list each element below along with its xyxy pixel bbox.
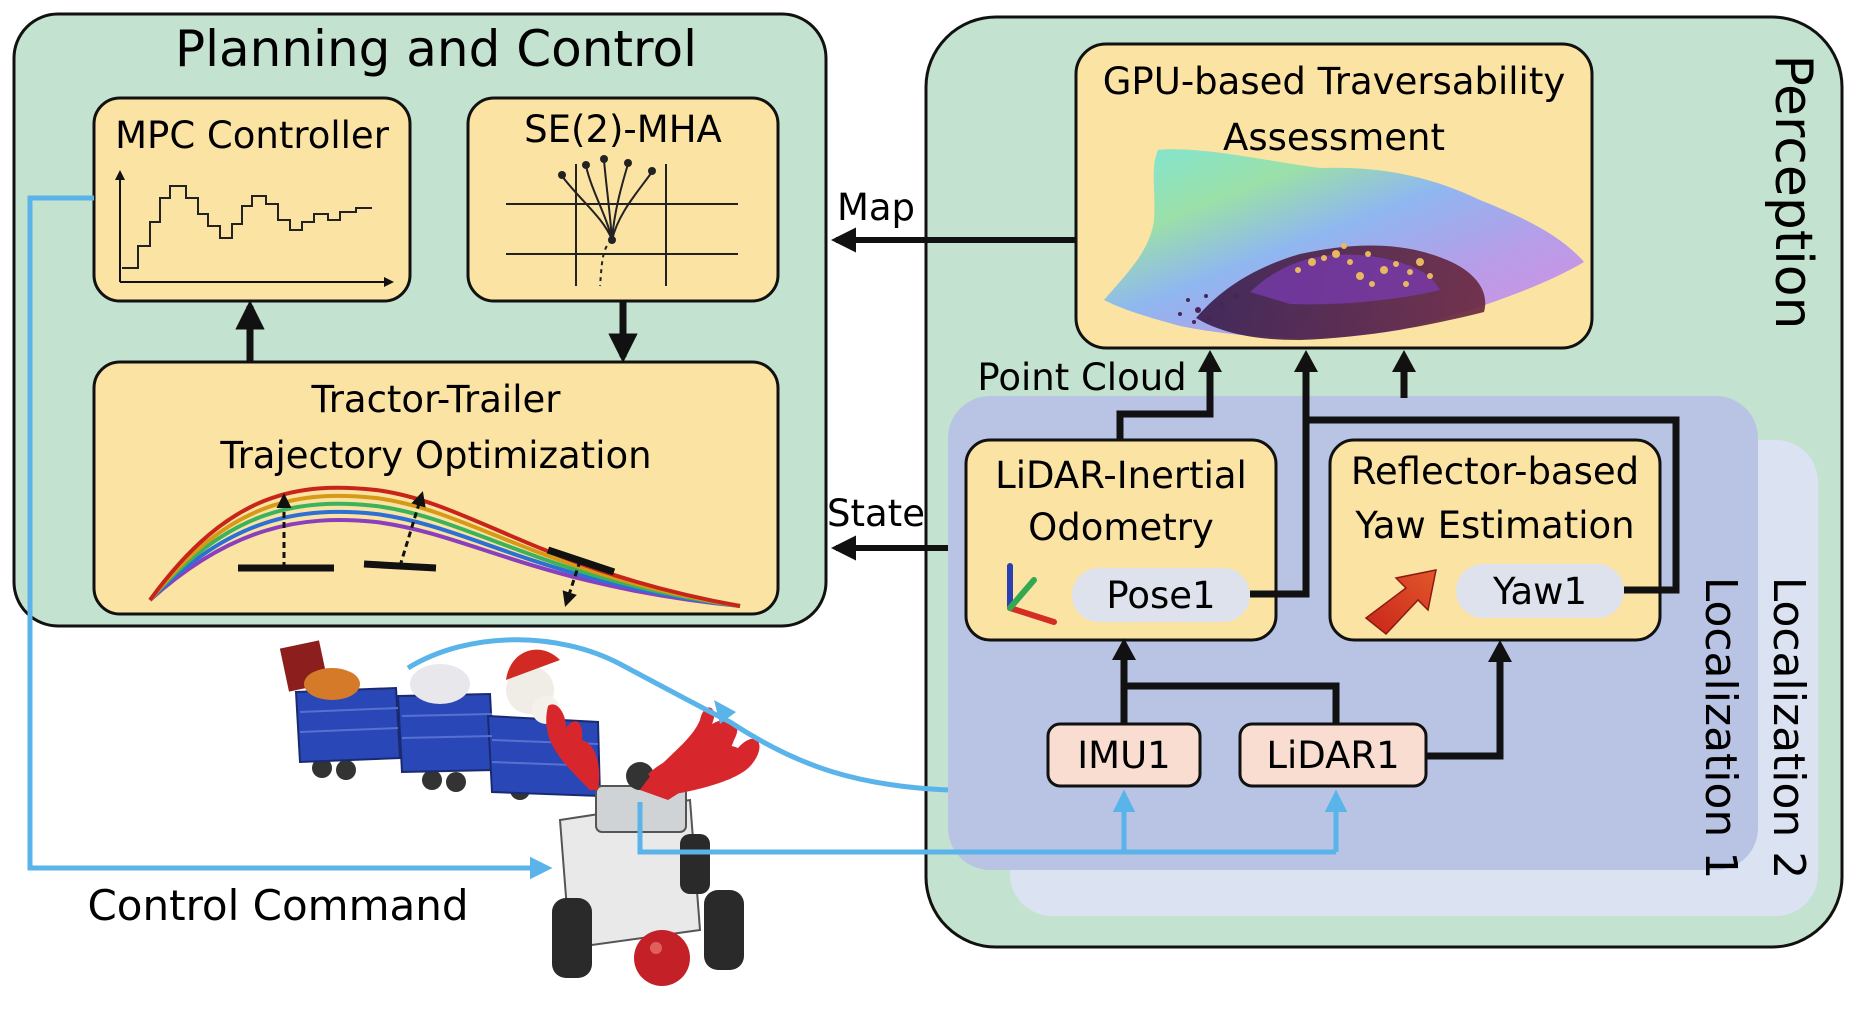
lio-title-line1: LiDAR-Inertial [995,454,1247,497]
robot-localization-curve [406,637,949,793]
state-label: State [827,492,925,535]
localization-2-label: Localization 2 [1763,577,1814,880]
planning-title: Planning and Control [175,20,697,78]
control-command-line [27,195,553,880]
trajectory-title-line1: Tractor-Trailer [311,378,562,421]
map-label: Map [837,186,915,229]
point-cloud-label: Point Cloud [977,356,1186,399]
lio-title-line2: Odometry [1028,506,1214,549]
perception-arrowheads [1112,350,1512,662]
pose1-label: Pose1 [1106,574,1215,617]
trajectory-curves [148,485,741,608]
gpu-title-line1: GPU-based Traversability [1103,60,1565,103]
imu1-label: IMU1 [1077,734,1170,777]
perception-title: Perception [1763,55,1823,330]
mpc-step-plot [115,170,394,287]
gpu-title-line2: Assessment [1223,116,1445,159]
trajectory-optimization-box [92,360,780,616]
localization-1-label: Localization 1 [1695,577,1746,880]
coordinate-axes-icon [1007,563,1057,625]
se2-mha-search-tree [506,159,738,287]
tractor-trailer-robot-image [279,640,760,986]
se2-mha-title: SE(2)-MHA [524,108,722,151]
mpc-controller-title: MPC Controller [115,114,390,157]
lidar1-label: LiDAR1 [1266,734,1399,777]
reflector-title-line2: Yaw Estimation [1354,504,1634,547]
trailer-heading-arrows [276,491,582,607]
yaw-arrow-icon [1364,569,1437,636]
robot-curve-arrowhead [714,700,736,724]
pose1-pill [1072,568,1250,622]
trajectory-title-line2: Trajectory Optimization [219,434,651,477]
reflector-title-line1: Reflector-based [1351,450,1639,493]
yaw1-label: Yaw1 [1492,570,1587,613]
control-command-label: Control Command [87,881,468,930]
terrain-map-image [1104,149,1584,340]
yaw1-pill [1456,564,1624,618]
se2-mha-nodes [558,155,656,244]
sensor-feed-line [637,802,1336,855]
